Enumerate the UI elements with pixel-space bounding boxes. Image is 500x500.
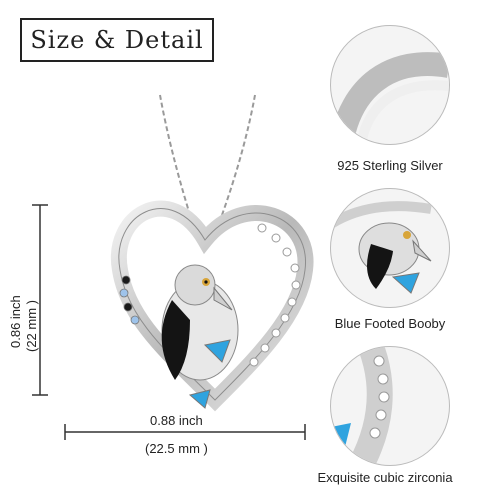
- page-title: Size & Detail: [20, 18, 214, 62]
- width-inch-label: 0.88 inch: [150, 413, 203, 428]
- title-text: Size & Detail: [30, 26, 204, 54]
- height-mm-label: (22 mm ): [24, 300, 39, 352]
- caption-zirconia: Exquisite cubic zirconia: [317, 470, 453, 485]
- width-dimension: [64, 424, 306, 440]
- heart-pendant: [110, 200, 314, 412]
- caption-silver: 925 Sterling Silver: [337, 158, 443, 173]
- colored-stones: [119, 275, 140, 325]
- height-dimension: [32, 204, 48, 396]
- chain: [159, 94, 256, 216]
- booby-bird: [161, 264, 239, 409]
- detail-circle-silver: [330, 25, 450, 145]
- detail-circle-zirconia: [330, 346, 450, 466]
- width-mm-label: (22.5 mm ): [145, 441, 208, 456]
- caption-bird: Blue Footed Booby: [334, 316, 446, 331]
- zirconia-stones: [249, 223, 301, 367]
- height-inch-label: 0.86 inch: [8, 295, 23, 348]
- detail-circle-bird: [330, 188, 450, 308]
